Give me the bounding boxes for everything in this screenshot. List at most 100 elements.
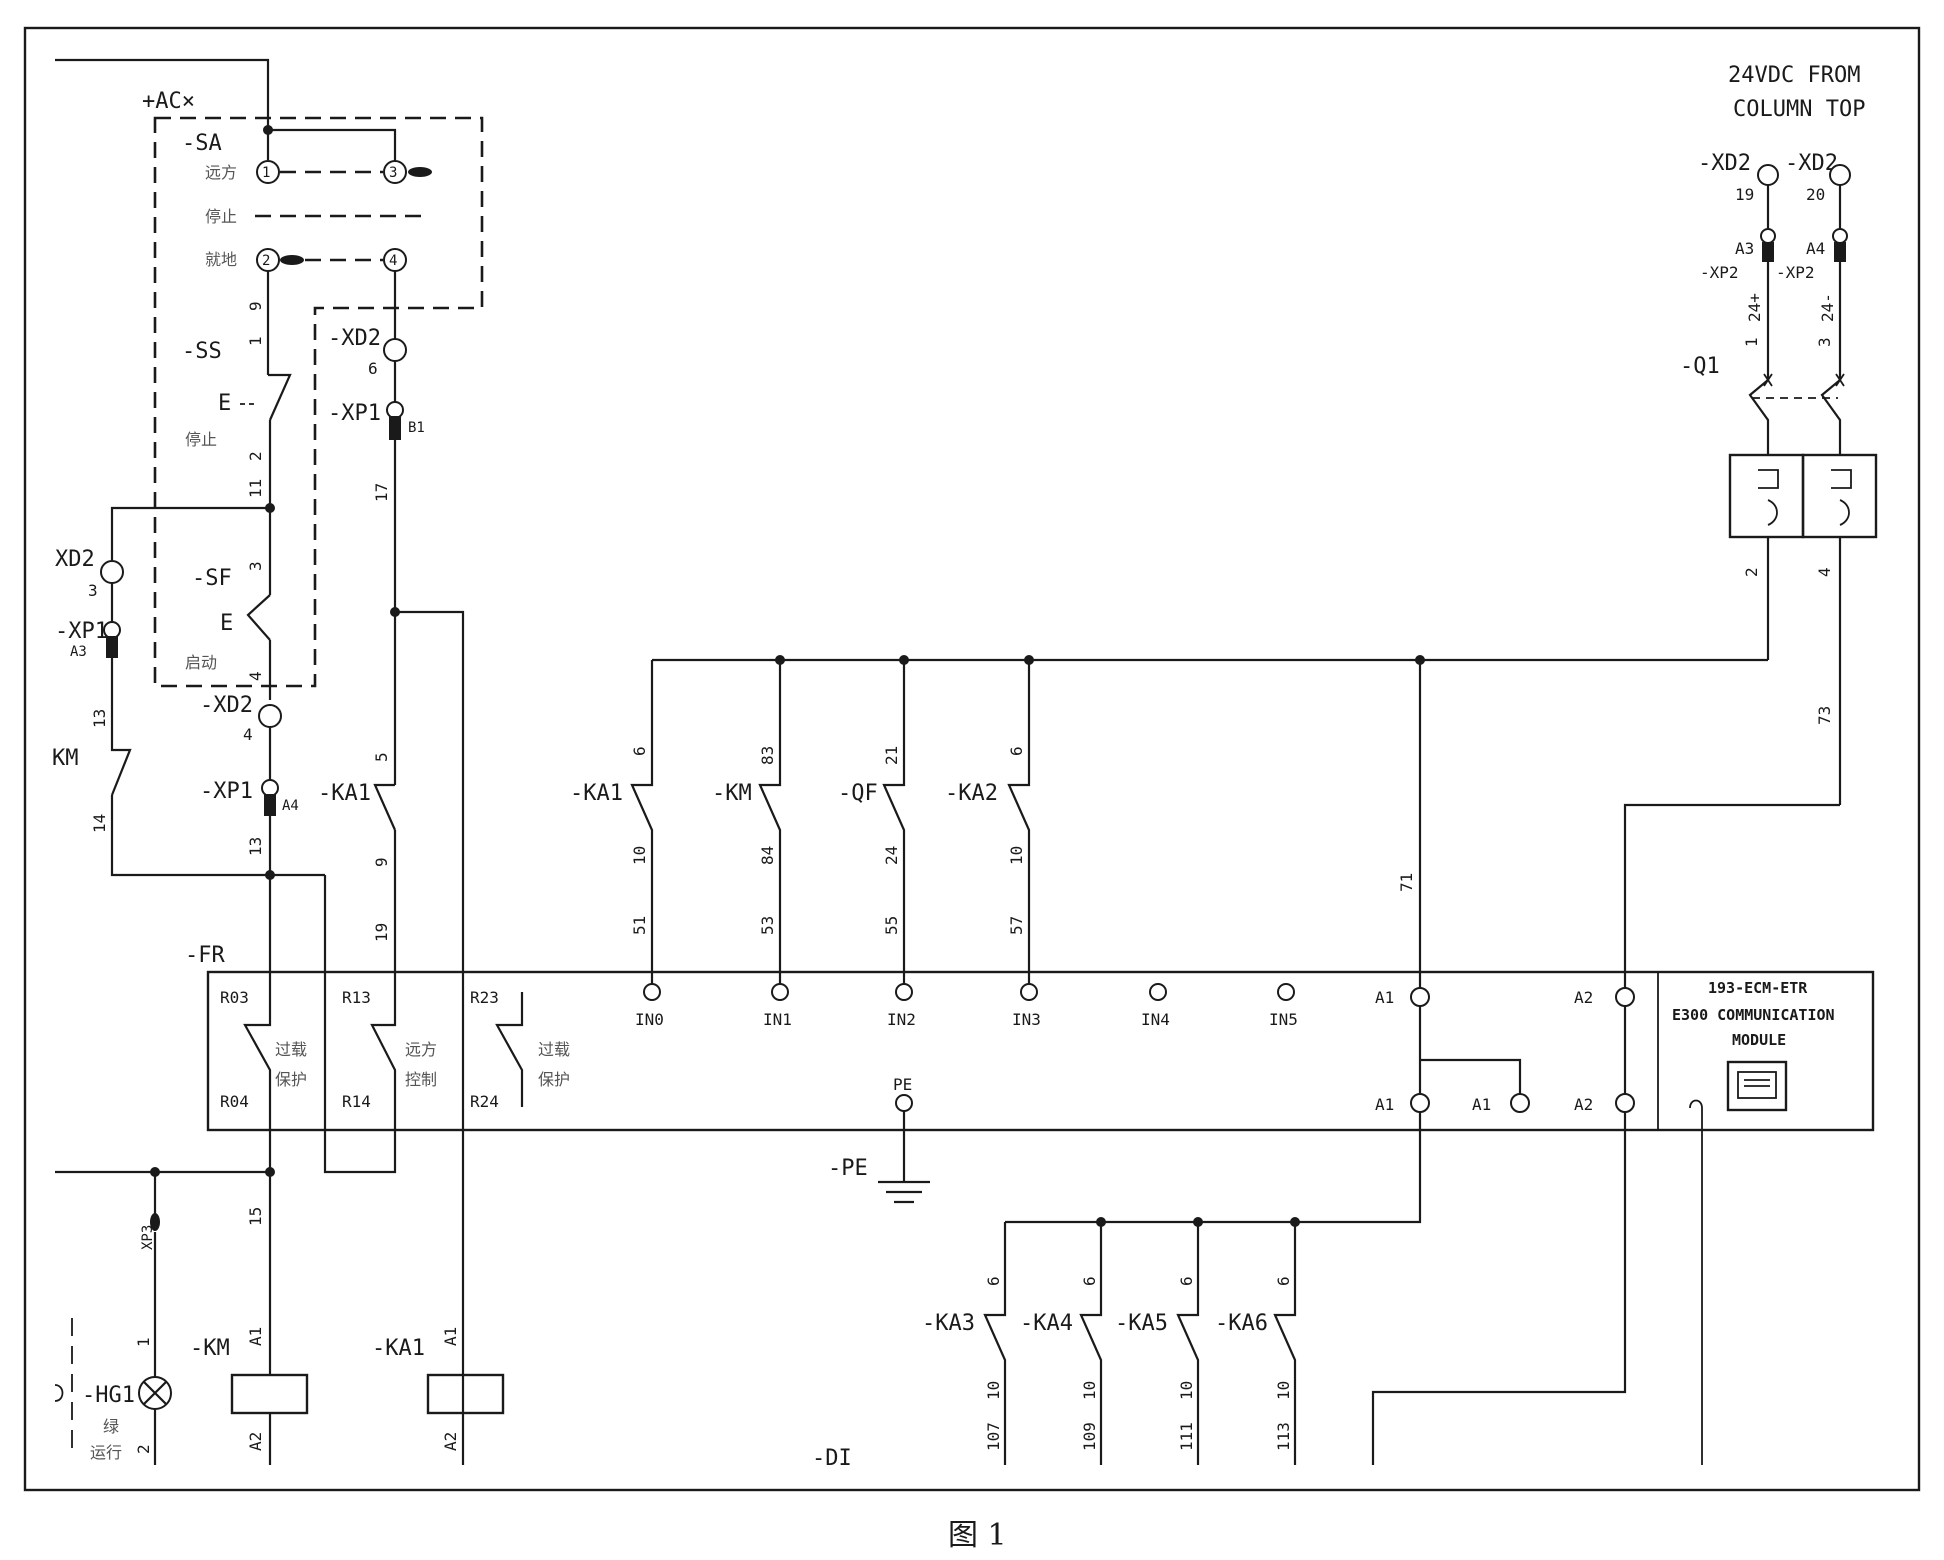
svg-text:6: 6 <box>630 746 649 756</box>
svg-text:-KA4: -KA4 <box>1020 1311 1073 1336</box>
svg-text:55: 55 <box>882 916 901 935</box>
svg-text:71: 71 <box>1397 873 1416 892</box>
svg-text:-HG1: -HG1 <box>82 1383 135 1408</box>
xd2-6-xp1-b1: -XD2 6 -XP1 B1 17 <box>328 326 425 612</box>
svg-text:A1: A1 <box>441 1327 460 1346</box>
svg-text:6: 6 <box>1274 1276 1293 1286</box>
svg-text:-SA: -SA <box>182 131 222 156</box>
svg-text:20: 20 <box>1806 185 1825 204</box>
svg-text:E: E <box>220 611 233 636</box>
input-contact-qf: -QF 21 24 55 <box>838 660 906 984</box>
ka5-contact: -KA5 6 10 111 <box>1115 1222 1200 1465</box>
svg-text:10: 10 <box>984 1381 1003 1400</box>
svg-text:R23: R23 <box>470 988 499 1007</box>
svg-text:51: 51 <box>630 916 649 935</box>
svg-text:6: 6 <box>1177 1276 1196 1286</box>
svg-text:A3: A3 <box>1735 239 1754 258</box>
svg-text:1: 1 <box>246 336 265 346</box>
svg-text:2: 2 <box>246 451 265 461</box>
svg-text:73: 73 <box>1815 706 1834 725</box>
svg-text:R04: R04 <box>220 1092 249 1111</box>
svg-text:113: 113 <box>1274 1422 1293 1451</box>
svg-text:A4: A4 <box>282 798 299 814</box>
svg-text:-XP1: -XP1 <box>328 401 381 426</box>
svg-text:-XP1: -XP1 <box>55 619 108 644</box>
svg-text:3: 3 <box>1815 337 1834 347</box>
svg-text:R03: R03 <box>220 988 249 1007</box>
svg-text:10: 10 <box>1080 1381 1099 1400</box>
svg-text:KM: KM <box>52 746 79 771</box>
svg-text:-FR: -FR <box>185 943 225 968</box>
svg-text:3: 3 <box>88 581 98 600</box>
q1-circuit-breaker: -Q1 2 4 73 <box>1680 354 1878 805</box>
svg-text:19: 19 <box>1735 185 1754 204</box>
svg-text:6: 6 <box>1080 1276 1099 1286</box>
svg-text:IN1: IN1 <box>763 1010 792 1029</box>
svg-text:IN0: IN0 <box>635 1010 664 1029</box>
svg-text:-KA3: -KA3 <box>922 1311 975 1336</box>
svg-text:1: 1 <box>134 1337 153 1347</box>
svg-text:启动: 启动 <box>185 653 217 672</box>
svg-text:保护: 保护 <box>538 1070 570 1089</box>
svg-text:-KA1: -KA1 <box>318 781 371 806</box>
svg-text:83: 83 <box>758 746 777 765</box>
svg-text:-KA1: -KA1 <box>372 1336 425 1361</box>
svg-text:B1: B1 <box>408 420 425 436</box>
ka4-contact: -KA4 6 10 109 <box>1020 1222 1103 1465</box>
svg-text:就地: 就地 <box>205 250 237 269</box>
svg-text:A1: A1 <box>246 1327 265 1346</box>
svg-text:-KA1: -KA1 <box>570 781 623 806</box>
svg-text:停止: 停止 <box>185 430 217 449</box>
svg-text:13: 13 <box>246 837 265 856</box>
pe-ground: -PE <box>828 1111 930 1204</box>
svg-text:-Q1: -Q1 <box>1680 354 1720 379</box>
svg-text:15: 15 <box>246 1207 265 1226</box>
svg-text:19: 19 <box>372 923 391 942</box>
svg-text:5: 5 <box>372 752 391 762</box>
svg-text:1: 1 <box>1742 337 1761 347</box>
svg-text:-SS: -SS <box>182 339 222 364</box>
svg-text:9: 9 <box>246 301 265 311</box>
svg-text:-XD2: -XD2 <box>1785 151 1838 176</box>
svg-text:XD2: XD2 <box>55 547 95 572</box>
svg-text:10: 10 <box>630 846 649 865</box>
svg-text:4: 4 <box>389 253 397 269</box>
svg-text:4: 4 <box>243 725 253 744</box>
svg-text:A1: A1 <box>1472 1095 1491 1114</box>
svg-text:109: 109 <box>1080 1422 1099 1451</box>
svg-text:2: 2 <box>262 253 270 269</box>
ka1-contact-remote: 5 -KA1 9 19 <box>318 612 397 980</box>
svg-text:XP3: XP3 <box>140 1225 156 1250</box>
ka6-contact: -KA6 6 10 113 <box>1215 1222 1297 1465</box>
svg-text:107: 107 <box>984 1422 1003 1451</box>
svg-text:IN5: IN5 <box>1269 1010 1298 1029</box>
svg-text:2: 2 <box>1742 567 1761 577</box>
svg-text:24: 24 <box>882 846 901 865</box>
svg-text:IN2: IN2 <box>887 1010 916 1029</box>
svg-text:R13: R13 <box>342 988 371 1007</box>
svg-text:保护: 保护 <box>275 1070 307 1089</box>
svg-text:6: 6 <box>368 359 378 378</box>
figure-caption: 图 1 <box>948 1518 1007 1553</box>
svg-text:A2: A2 <box>1574 1095 1593 1114</box>
svg-text:-KA6: -KA6 <box>1215 1311 1268 1336</box>
svg-text:A3: A3 <box>70 644 87 660</box>
svg-text:R24: R24 <box>470 1092 499 1111</box>
ka1-coil: -KA1 A1 A2 <box>372 1327 505 1451</box>
svg-text:10: 10 <box>1274 1381 1293 1400</box>
svg-text:13: 13 <box>90 709 109 728</box>
svg-text:PE: PE <box>893 1075 912 1094</box>
svg-text:A1: A1 <box>1375 1095 1394 1114</box>
di-label: -DI <box>812 1446 852 1471</box>
diagram-frame <box>23 26 1921 1492</box>
svg-text:24-: 24- <box>1818 293 1837 322</box>
svg-text:2: 2 <box>134 1444 153 1454</box>
svg-text:运行: 运行 <box>90 1443 122 1462</box>
svg-text:E: E <box>218 391 231 416</box>
left-terminal-group: XD2 3 -XP1 A3 13 KM 14 <box>52 547 325 877</box>
svg-text:14: 14 <box>90 814 109 833</box>
svg-text:21: 21 <box>882 746 901 765</box>
km-coil: -KM A1 A2 <box>190 1327 309 1465</box>
svg-text:3: 3 <box>389 165 397 181</box>
